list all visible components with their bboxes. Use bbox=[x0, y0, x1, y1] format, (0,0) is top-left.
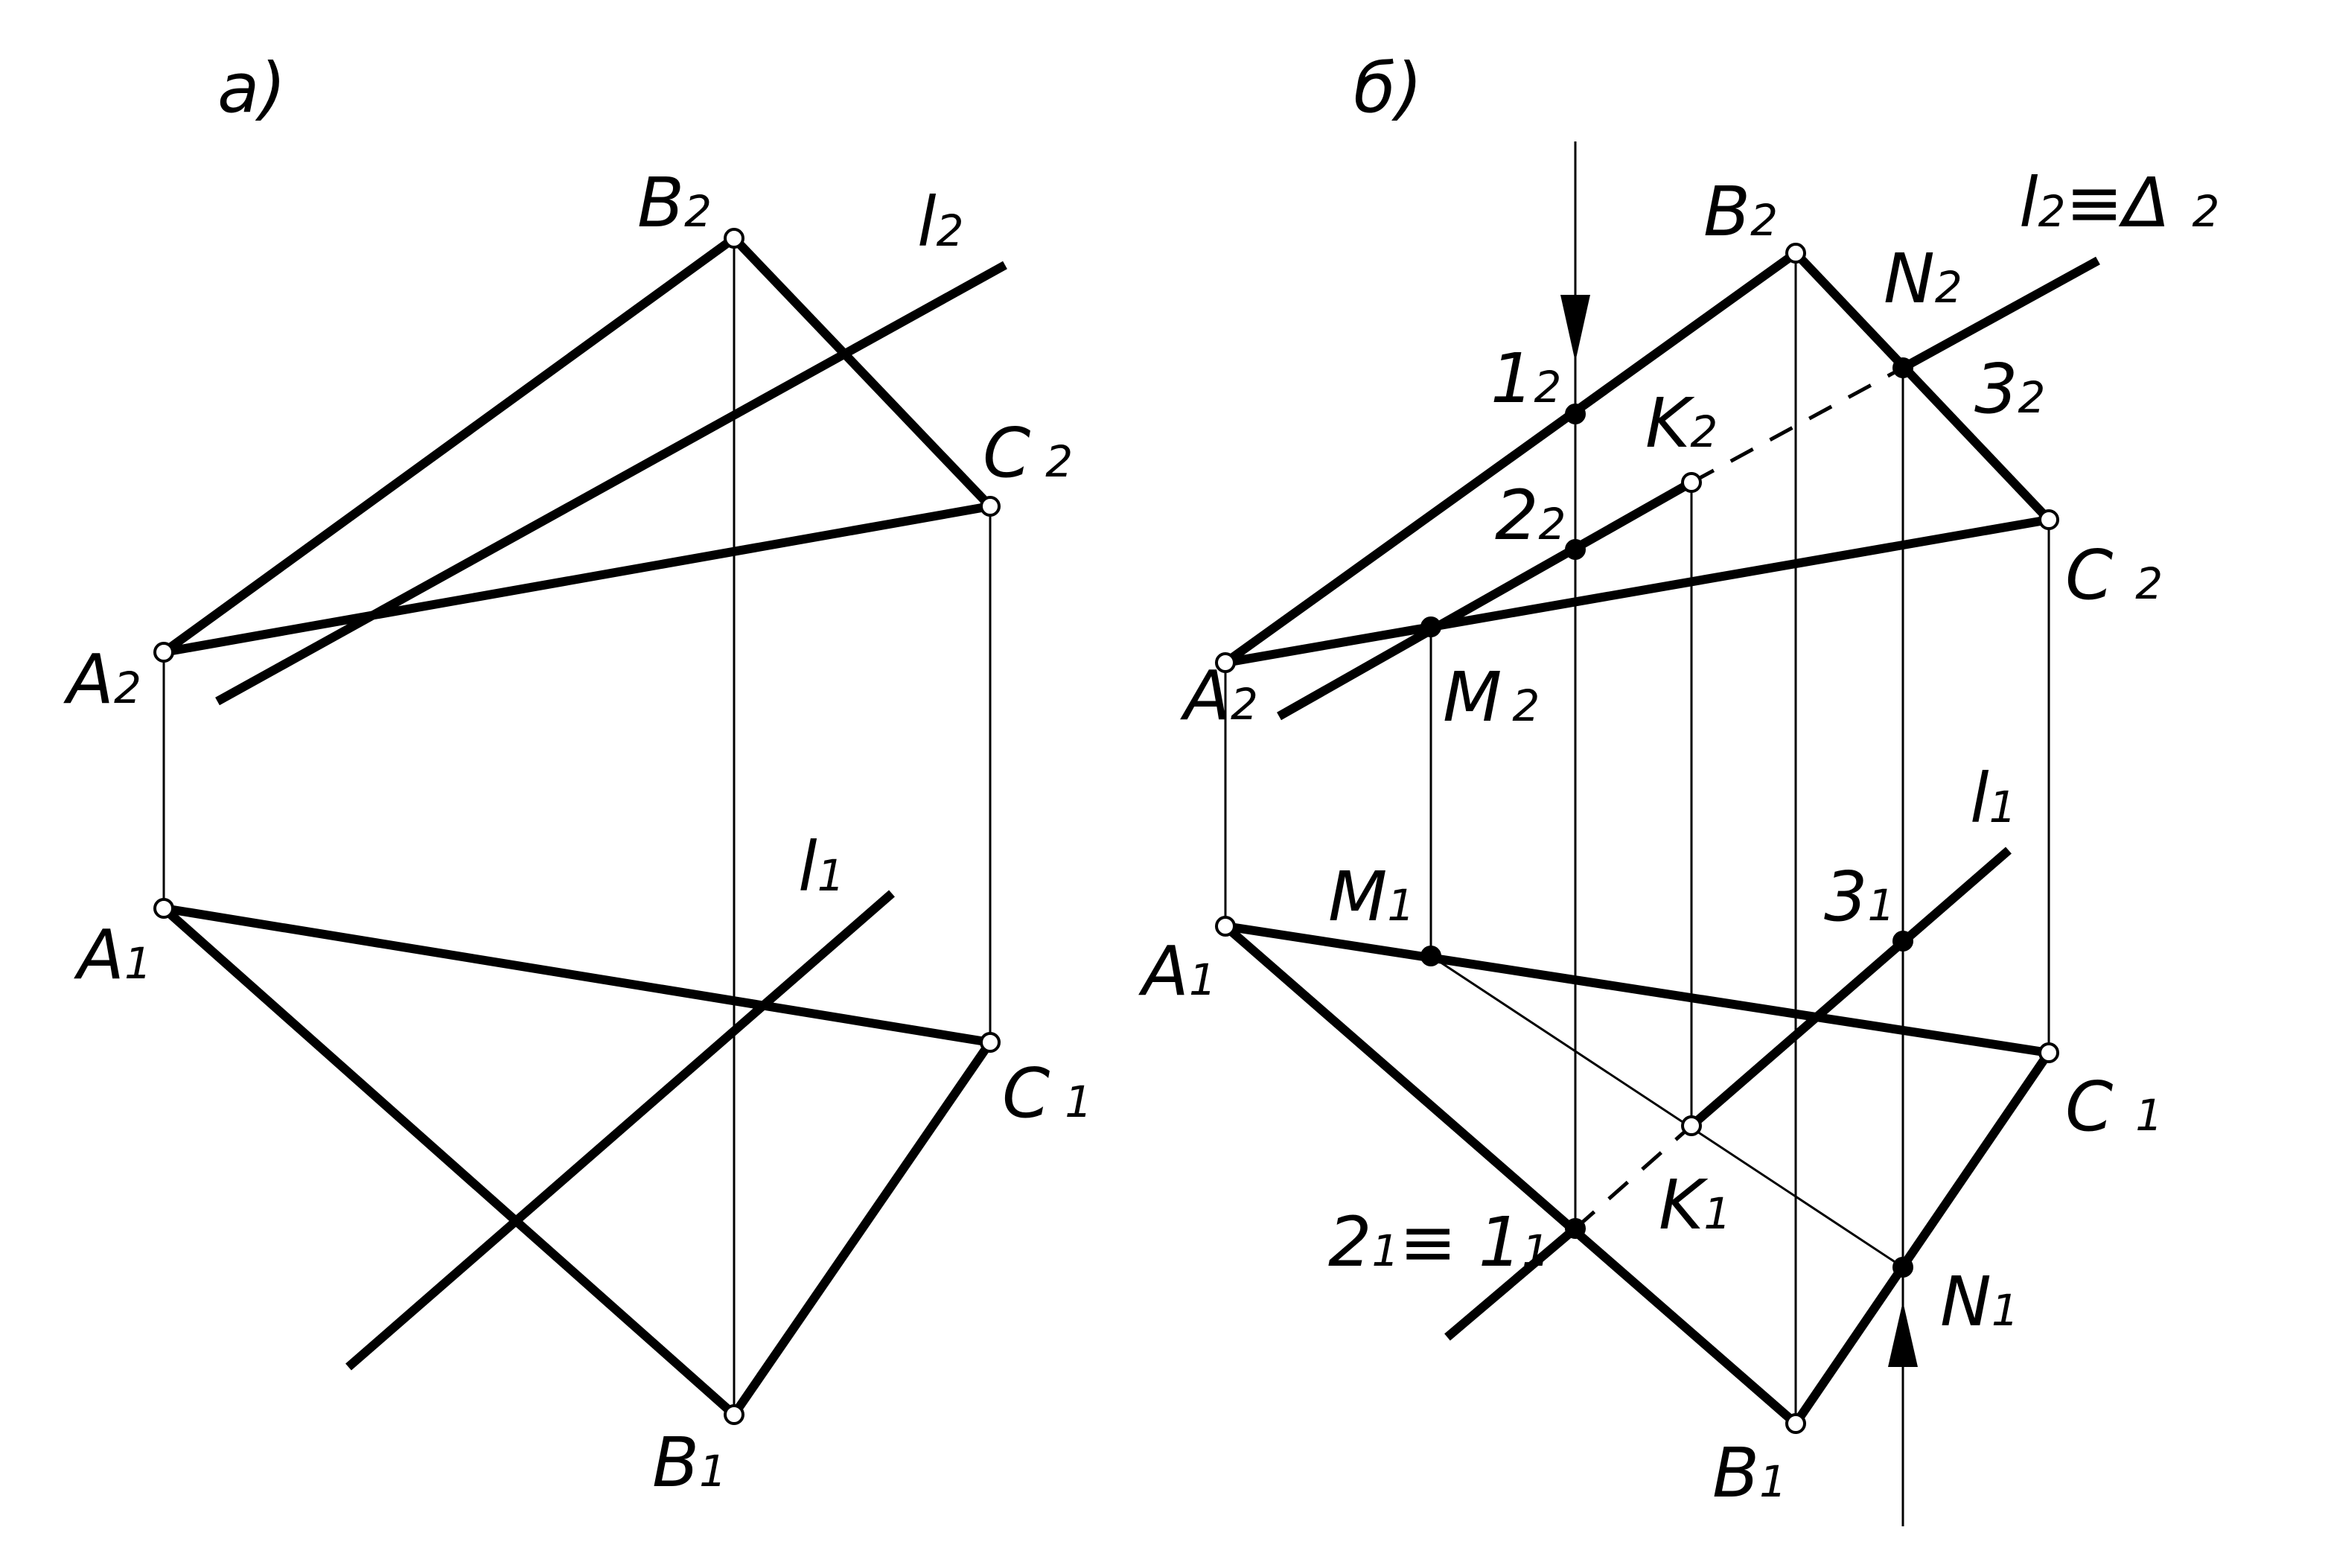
edge-b2-c2 bbox=[730, 235, 994, 510]
label-k1: K1 bbox=[1659, 1165, 1731, 1245]
point-2-1 bbox=[1565, 1218, 1586, 1239]
edge-a2-c2 bbox=[1224, 515, 2050, 667]
edge-a1-b1 bbox=[161, 905, 737, 1418]
point-a1 bbox=[1215, 916, 1236, 937]
arrow-up-icon bbox=[1888, 1301, 1918, 1367]
point-c1 bbox=[980, 1032, 1001, 1053]
point-n1 bbox=[1892, 1257, 1913, 1278]
point-b2 bbox=[724, 228, 744, 249]
point-2-2 bbox=[1565, 539, 1586, 560]
point-b1 bbox=[1785, 1413, 1806, 1434]
label-b1: B1 bbox=[1712, 1433, 1787, 1513]
label-b2: B2 bbox=[1703, 172, 1778, 252]
label-3-1: 31 bbox=[1824, 857, 1895, 937]
point-m2 bbox=[1420, 616, 1441, 637]
line-l2 bbox=[215, 261, 1007, 706]
point-b2 bbox=[1785, 243, 1806, 264]
edge-b1-c1 bbox=[1792, 1050, 2053, 1427]
line-l1-end bbox=[1688, 847, 2012, 1129]
edge-b1-c1 bbox=[730, 1039, 994, 1418]
point-n2 bbox=[1892, 357, 1913, 378]
edge-a1-c1 bbox=[163, 904, 991, 1047]
label-3-2: 32 bbox=[1974, 349, 2045, 429]
label-b1: B1 bbox=[652, 1423, 727, 1502]
label-b2: B2 bbox=[637, 163, 712, 243]
line-l1 bbox=[345, 890, 895, 1371]
label-a2: A2 bbox=[1180, 656, 1258, 736]
label-n1: N1 bbox=[1940, 1262, 2019, 1342]
point-c2 bbox=[2038, 509, 2059, 530]
label-a2: A2 bbox=[63, 640, 141, 719]
label-l1: l1 bbox=[1970, 759, 2016, 838]
line-l1-start bbox=[1444, 1225, 1578, 1341]
panel-b-title: б) bbox=[1353, 48, 1423, 128]
edge-a2-b2 bbox=[1222, 249, 1799, 666]
point-c2 bbox=[980, 496, 1001, 517]
point-k2 bbox=[1681, 472, 1702, 493]
point-c1 bbox=[2038, 1042, 2059, 1063]
point-k1 bbox=[1681, 1115, 1702, 1136]
point-m1 bbox=[1420, 946, 1441, 966]
label-k2: K2 bbox=[1645, 383, 1718, 463]
label-1-2: 12 bbox=[1490, 339, 1561, 418]
panel-a-title: а) bbox=[217, 48, 286, 128]
label-2-2: 22 bbox=[1495, 476, 1566, 555]
point-3-1 bbox=[1892, 931, 1913, 952]
line-l2-end bbox=[1901, 256, 2100, 372]
point-1-2 bbox=[1565, 404, 1586, 424]
line-l2-dashed bbox=[1690, 366, 1904, 485]
point-a1 bbox=[153, 898, 174, 919]
edge-a2-b2 bbox=[161, 235, 737, 656]
aux-line-m1-n1 bbox=[1430, 954, 1904, 1269]
label-l1: l1 bbox=[798, 827, 844, 907]
point-a2 bbox=[153, 642, 174, 663]
point-b1 bbox=[724, 1404, 744, 1425]
label-l2: l2 bbox=[917, 182, 963, 262]
edge-a1-b1 bbox=[1222, 922, 1799, 1427]
panel-b: б) bbox=[1138, 48, 2219, 1526]
arrow-down-icon bbox=[1560, 295, 1590, 362]
edge-b2-c2 bbox=[1792, 249, 2053, 523]
point-a2 bbox=[1215, 652, 1236, 673]
label-n2: N2 bbox=[1884, 239, 1962, 319]
label-a1: A1 bbox=[1138, 931, 1216, 1011]
label-a1: A1 bbox=[74, 915, 152, 995]
line-l2-solid bbox=[1277, 478, 1694, 721]
label-2-1-eq-1-1: 21≡ 11 bbox=[1328, 1202, 1549, 1282]
label-m1: M1 bbox=[1328, 857, 1415, 937]
edge-a1-c1 bbox=[1225, 922, 2050, 1057]
edge-a2-c2 bbox=[162, 502, 992, 657]
